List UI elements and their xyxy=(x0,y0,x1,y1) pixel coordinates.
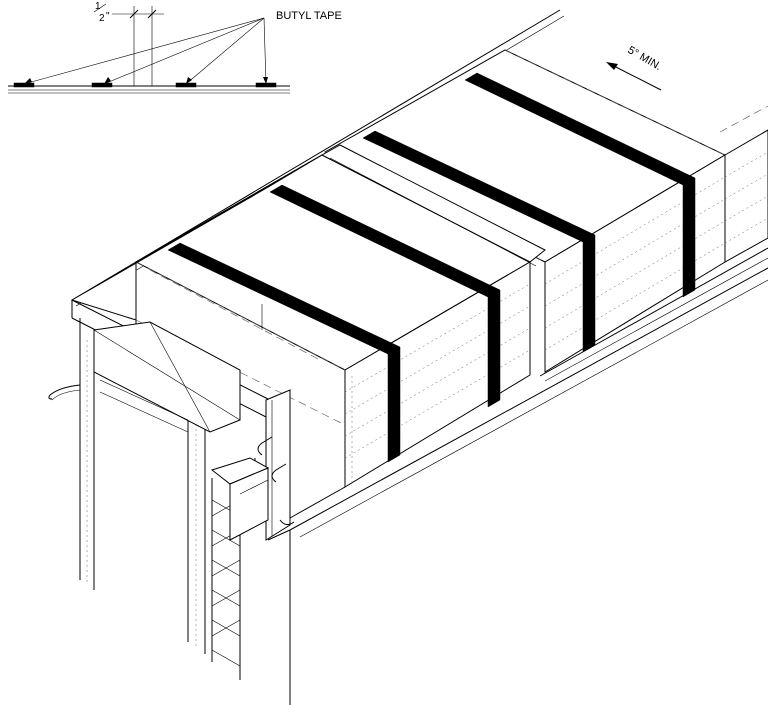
detail-inset: 1 2 " BUTYL TAPE xyxy=(8,1,342,94)
butyl-tape-pad xyxy=(13,82,35,88)
butyl-tape-pad xyxy=(91,82,113,88)
butyl-tape-label: BUTYL TAPE xyxy=(276,10,342,22)
half-inch-label-num: 1 xyxy=(95,1,101,12)
roof-curb-edge xyxy=(70,154,346,705)
tape-strip xyxy=(387,346,401,463)
drip-edge xyxy=(48,384,81,400)
leader-line xyxy=(185,17,265,85)
leader-line xyxy=(23,17,265,85)
half-inch-label-den: 2 xyxy=(99,13,105,24)
tape-strip xyxy=(487,289,501,408)
tape-strip xyxy=(682,177,696,298)
butyl-tape-strips xyxy=(167,72,696,463)
slope-indicator: 5° MIN. xyxy=(606,44,664,91)
slope-label: 5° MIN. xyxy=(626,44,664,73)
leader-line xyxy=(263,17,267,85)
insulation-board-3 xyxy=(719,105,768,263)
wall-section xyxy=(48,318,270,680)
roof-assembly xyxy=(48,9,768,705)
tape-strip xyxy=(582,234,596,353)
arrow-icon xyxy=(606,62,618,70)
leader-line xyxy=(103,17,265,85)
butyl-tape-pad xyxy=(175,82,197,88)
inch-mark: " xyxy=(106,11,110,22)
